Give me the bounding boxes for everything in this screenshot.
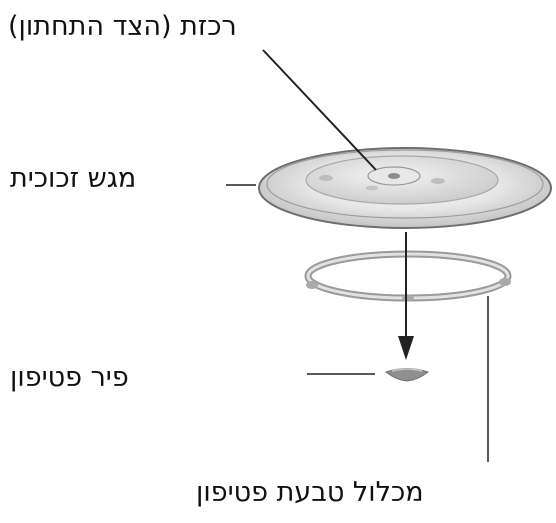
assembly-arrow [398, 232, 414, 360]
label-roller-ring: מכלול טבעת פטיפון [196, 477, 424, 508]
label-coupler: פיר פטיפון [10, 362, 129, 393]
tray-hub [319, 166, 445, 191]
label-glass-tray: מגש זכוכית [10, 163, 137, 194]
coupler [384, 368, 430, 382]
roller-ring [304, 250, 512, 302]
glass-tray [258, 147, 552, 229]
leader-lines [226, 49, 489, 462]
label-hub: רכזת (הצד התחתון) [8, 11, 237, 42]
leader-hub [262, 49, 377, 171]
